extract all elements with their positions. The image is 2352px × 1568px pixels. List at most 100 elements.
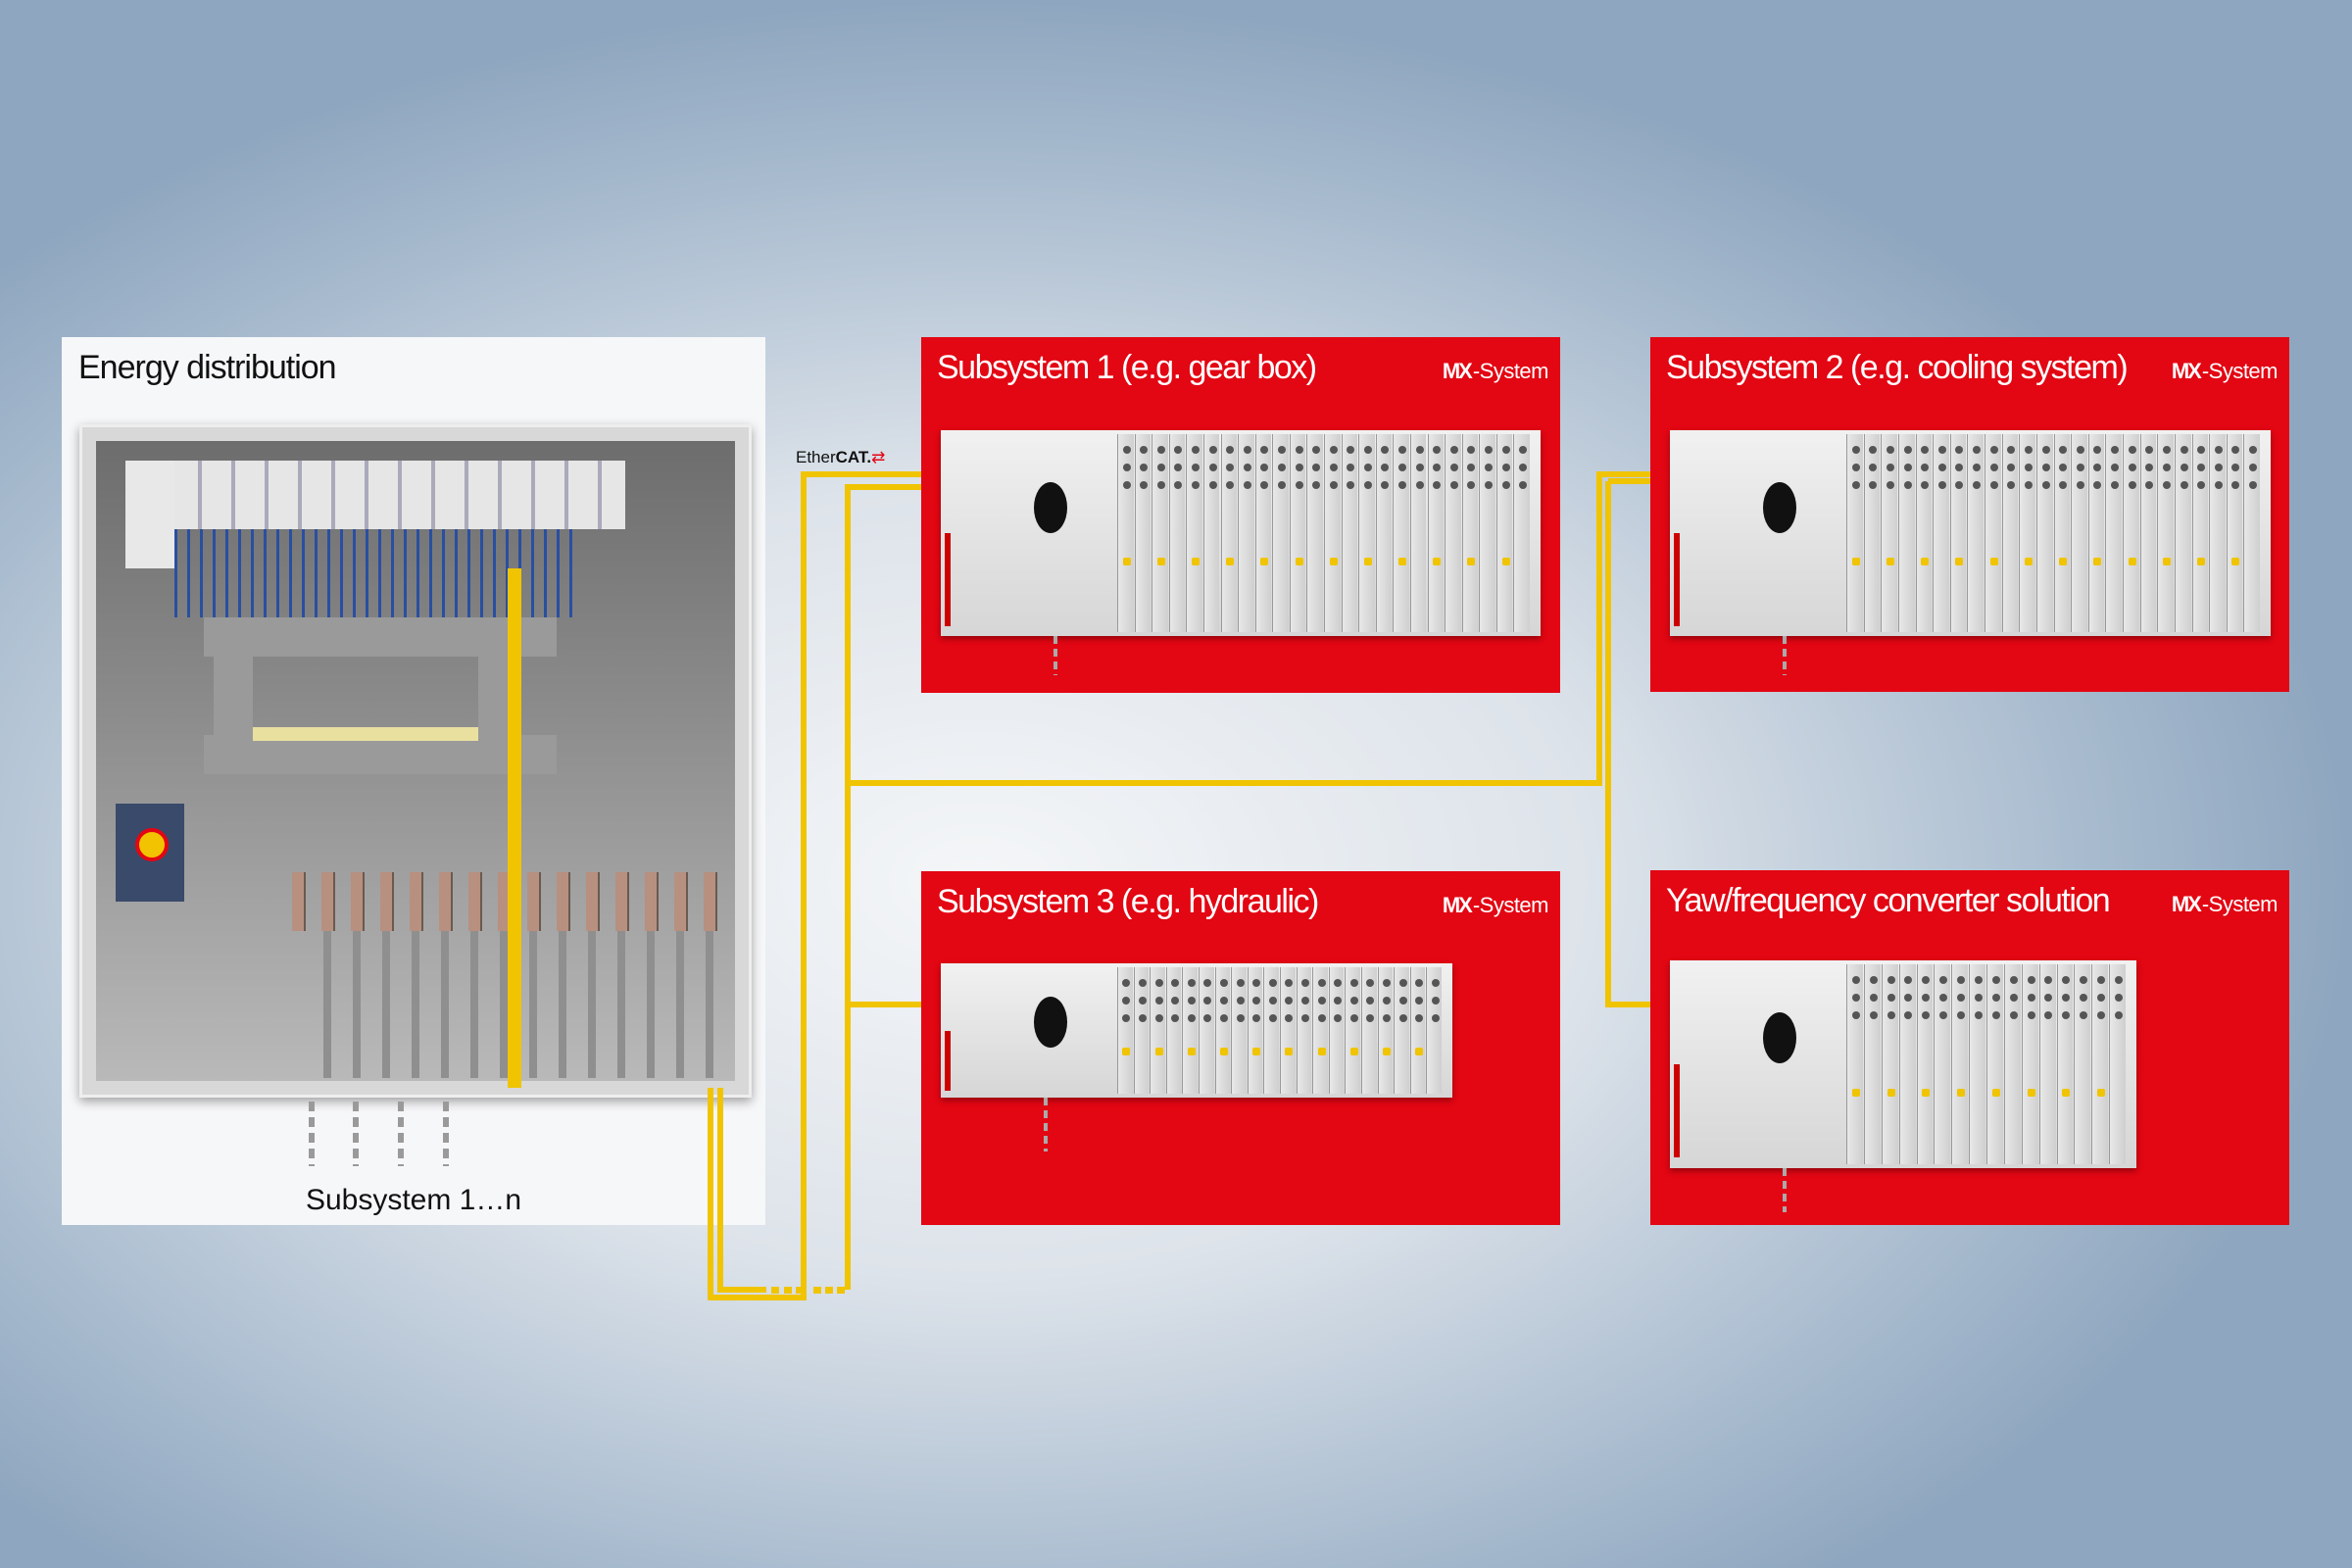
io-module	[2105, 434, 2122, 632]
io-module	[1168, 434, 1186, 632]
io-module	[2087, 434, 2105, 632]
io-module	[1846, 964, 1863, 1164]
mx-system-logo: MX-System	[1442, 359, 1549, 383]
io-module	[2035, 434, 2053, 632]
io-module	[1280, 967, 1296, 1094]
io-module	[1247, 967, 1263, 1094]
io-module	[2071, 434, 2087, 632]
io-module	[1984, 434, 2001, 632]
io-module	[1897, 434, 1915, 632]
rotary-switch-icon	[1763, 1012, 1796, 1063]
io-module	[1863, 964, 1881, 1164]
io-module	[2174, 434, 2191, 632]
io-module	[1341, 434, 1358, 632]
ethercat-line	[708, 471, 990, 1300]
subsystem-title: Subsystem 1 (e.g. gear box)	[937, 349, 1317, 386]
io-module	[1296, 967, 1312, 1094]
io-module	[1393, 434, 1409, 632]
io-module	[1495, 434, 1513, 632]
status-strip	[1674, 533, 1680, 626]
io-module	[1231, 967, 1247, 1094]
io-module	[1324, 434, 1341, 632]
io-module	[1220, 434, 1238, 632]
status-strip	[945, 1030, 951, 1092]
io-module	[1150, 967, 1165, 1094]
mx-system-logo: MX-System	[2171, 892, 2278, 916]
mx-system-device	[1670, 960, 2136, 1168]
mx-system-logo: MX-System	[2171, 359, 2278, 383]
io-module	[1263, 967, 1279, 1094]
rotary-switch-icon	[1763, 481, 1796, 533]
energy-distribution-panel: Energy distribution Subsystem 1…n	[62, 337, 765, 1225]
io-module	[1915, 434, 1933, 632]
io-module	[1272, 434, 1289, 632]
io-module	[1881, 434, 1897, 632]
subsystem-1-panel: Subsystem 1 (e.g. gear box) MX-System	[921, 337, 1560, 693]
ethercat-logo: EtherCAT.⇄	[796, 448, 886, 466]
io-module	[1152, 434, 1168, 632]
status-strip	[945, 533, 951, 626]
subsystem-range-label: Subsystem 1…n	[305, 1184, 522, 1216]
io-module	[1375, 434, 1393, 632]
cable-dots	[353, 1102, 359, 1166]
io-module	[1479, 434, 1495, 632]
io-module	[1186, 434, 1202, 632]
io-module	[2091, 964, 2109, 1164]
mx-system-logo: MX-System	[1442, 893, 1549, 917]
io-module	[2021, 964, 2038, 1164]
io-module	[1182, 967, 1198, 1094]
io-module	[1312, 967, 1328, 1094]
io-module	[1361, 967, 1377, 1094]
io-module	[2139, 434, 2157, 632]
io-module	[1377, 967, 1394, 1094]
io-module	[2056, 964, 2074, 1164]
io-module	[1214, 967, 1231, 1094]
io-module	[1445, 434, 1461, 632]
rotary-switch-icon	[1034, 481, 1067, 533]
cable-dots	[443, 1102, 449, 1166]
io-module	[1898, 964, 1916, 1164]
energy-distribution-title: Energy distribution	[78, 349, 337, 386]
io-module	[1117, 434, 1134, 632]
io-module	[2226, 434, 2243, 632]
io-module	[1951, 964, 1969, 1164]
cable-dots	[309, 1102, 315, 1166]
io-module	[2109, 964, 2126, 1164]
ethercat-line	[717, 1088, 766, 1293]
io-module	[1863, 434, 1881, 632]
io-module	[2074, 964, 2091, 1164]
io-module	[1409, 434, 1427, 632]
io-module	[1881, 964, 1898, 1164]
io-module	[1934, 964, 1951, 1164]
cable-dots	[398, 1102, 404, 1166]
io-module	[2001, 434, 2019, 632]
mx-system-device	[1670, 430, 2271, 636]
yaw-converter-panel: Yaw/frequency converter solution MX-Syst…	[1650, 870, 2289, 1225]
io-module	[1238, 434, 1254, 632]
io-module	[2019, 434, 2035, 632]
io-module	[2191, 434, 2209, 632]
io-module	[1427, 434, 1445, 632]
io-module	[1358, 434, 1375, 632]
io-module	[1345, 967, 1360, 1094]
subsystem-title: Yaw/frequency converter solution	[1666, 882, 2111, 919]
io-module	[2038, 964, 2056, 1164]
io-module	[2157, 434, 2174, 632]
io-module	[1426, 967, 1442, 1094]
io-module	[1409, 967, 1426, 1094]
io-module	[1916, 964, 1934, 1164]
io-module	[1306, 434, 1323, 632]
io-module	[1949, 434, 1967, 632]
io-module	[1134, 434, 1152, 632]
io-module	[1133, 967, 1150, 1094]
mx-system-device	[941, 963, 1452, 1098]
io-module	[2209, 434, 2226, 632]
status-strip	[1674, 1064, 1680, 1158]
io-module	[1846, 434, 1863, 632]
subsystem-2-panel: Subsystem 2 (e.g. cooling system) MX-Sys…	[1650, 337, 2289, 692]
io-module	[1969, 964, 1985, 1164]
io-module	[1199, 967, 1214, 1094]
subsystem-title: Subsystem 3 (e.g. hydraulic)	[937, 883, 1319, 920]
io-module	[1254, 434, 1272, 632]
